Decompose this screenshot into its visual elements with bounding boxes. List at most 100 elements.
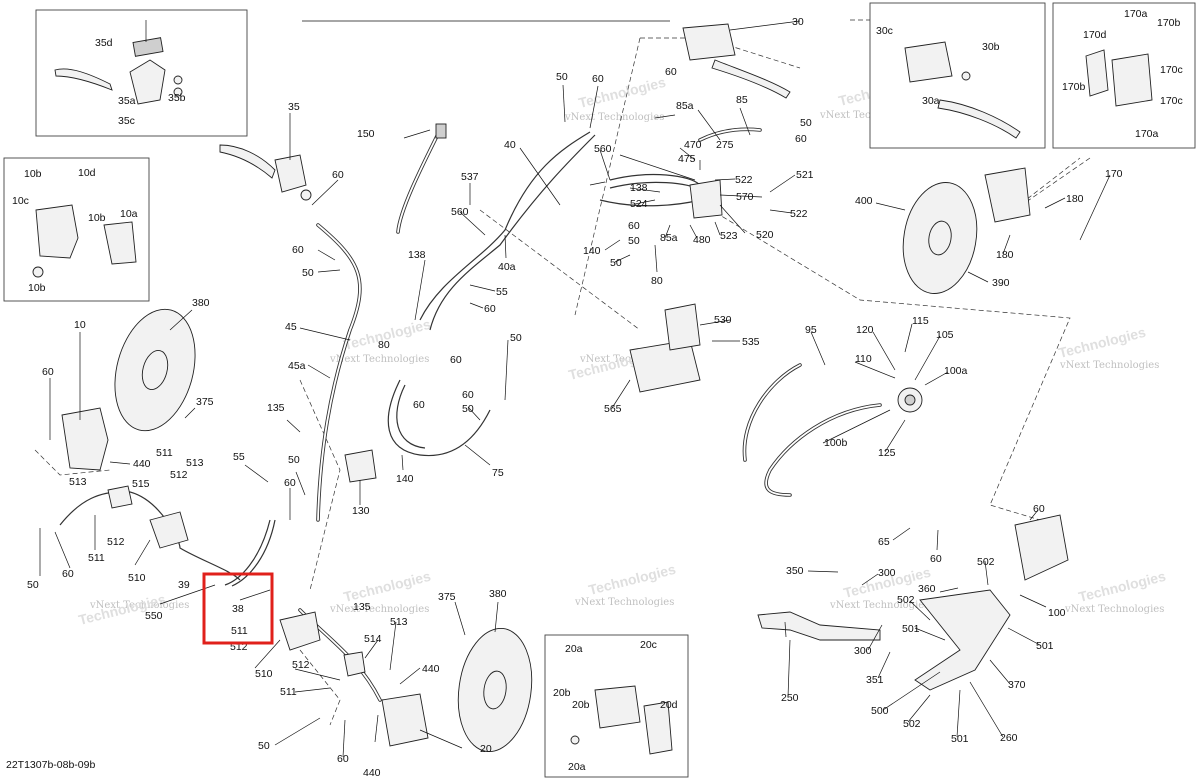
callout-560: 560 [451,206,469,218]
callout-115: 115 [912,315,929,327]
callout-275: 275 [716,139,734,151]
callout-502: 502 [903,718,921,730]
inset-30-master-cylinder [869,2,1046,149]
callout-180: 180 [1066,193,1084,205]
callout-85: 85 [736,94,748,106]
callout-40: 40 [504,139,516,151]
callout-50: 50 [510,332,522,344]
callout-85a: 85a [676,100,694,112]
callout-170b: 170b [1062,81,1086,93]
callout-65: 65 [878,536,890,548]
highlight-box [202,572,274,645]
callout-30: 30 [792,16,804,28]
watermark: Technologies [587,561,678,598]
callout-511: 511 [231,625,248,637]
callout-45a: 45a [288,360,306,372]
watermark: vNext Technologies [329,354,429,365]
callout-60: 60 [462,389,474,401]
watermark: vNext Technologies [564,112,664,123]
callout-50: 50 [258,740,270,752]
callout-370: 370 [1008,679,1026,691]
callout-60: 60 [665,66,677,78]
callout-440: 440 [133,458,151,470]
callout-400: 400 [855,195,873,207]
watermark: Technologies [577,74,668,111]
callout-50: 50 [302,267,314,279]
callout-511: 511 [280,686,297,698]
callout-50: 50 [556,71,568,83]
callout-375: 375 [438,591,456,603]
callout-520: 520 [756,229,774,241]
callout-138: 138 [630,182,648,194]
watermark: vNext Technologies [1064,604,1164,615]
callout-375: 375 [196,396,214,408]
callout-20c: 20c [640,639,657,651]
callout-522: 522 [735,174,753,186]
callout-60: 60 [413,399,425,411]
watermark: Technologies [1057,324,1148,361]
callout-10b: 10b [24,168,42,180]
callout-512: 512 [292,659,310,671]
callout-60: 60 [292,244,304,256]
watermark: Technologies [342,568,433,605]
callout-50: 50 [27,579,39,591]
watermark: Technologies [1077,568,1168,605]
callout-135: 135 [353,601,371,613]
callout-60: 60 [450,354,462,366]
callout-60: 60 [592,73,604,85]
callout-515: 515 [132,478,150,490]
callout-502: 502 [977,556,995,568]
callout-30c: 30c [876,25,893,37]
callout-502: 502 [897,594,915,606]
callout-511: 511 [156,447,173,459]
callout-170b: 170b [1157,17,1181,29]
callout-35b: 35b [168,92,186,104]
callout-35c: 35c [118,115,135,127]
callout-501: 501 [951,733,969,745]
brake-rotor-bottom [457,627,533,753]
brake-lines [59,127,882,702]
leader-lines [39,20,1111,758]
callout-30b: 30b [982,41,1000,53]
callout-95: 95 [805,324,817,336]
inset-10-caliper [3,157,150,302]
callout-510: 510 [255,668,273,680]
callout-60: 60 [484,303,496,315]
brake-rotor-left [114,308,196,432]
callout-500: 500 [871,705,889,717]
callout-39: 39 [178,579,190,591]
callout-180: 180 [996,249,1014,261]
callout-100: 100 [1048,607,1066,619]
callout-80: 80 [651,275,663,287]
callout-390: 390 [992,277,1010,289]
callout-360: 360 [918,583,936,595]
callout-170c: 170c [1160,95,1183,107]
callout-110: 110 [855,353,872,365]
inset-170-caliper [1052,2,1196,149]
callout-10b: 10b [28,282,46,294]
callout-20d: 20d [660,699,678,711]
callout-60: 60 [42,366,54,378]
callout-135: 135 [267,402,285,414]
callout-513: 513 [69,476,87,488]
callout-565: 565 [604,403,622,415]
callout-535: 535 [742,336,760,348]
callout-512: 512 [170,469,188,481]
watermark: vNext Technologies [829,600,929,611]
callout-35a: 35a [118,95,136,107]
callout-440: 440 [363,767,381,779]
callout-140: 140 [396,473,414,485]
callout-10a: 10a [120,208,138,220]
callout-350: 350 [786,565,804,577]
callout-511: 511 [88,552,105,564]
callout-60: 60 [332,169,344,181]
callout-45: 45 [285,321,297,333]
callout-570: 570 [736,191,754,203]
watermark: vNext Technologies [579,354,679,365]
callout-537: 537 [461,171,479,183]
callout-50: 50 [800,117,812,129]
callout-60: 60 [1033,503,1045,515]
callout-30a: 30a [922,95,940,107]
callout-150: 150 [357,128,375,140]
